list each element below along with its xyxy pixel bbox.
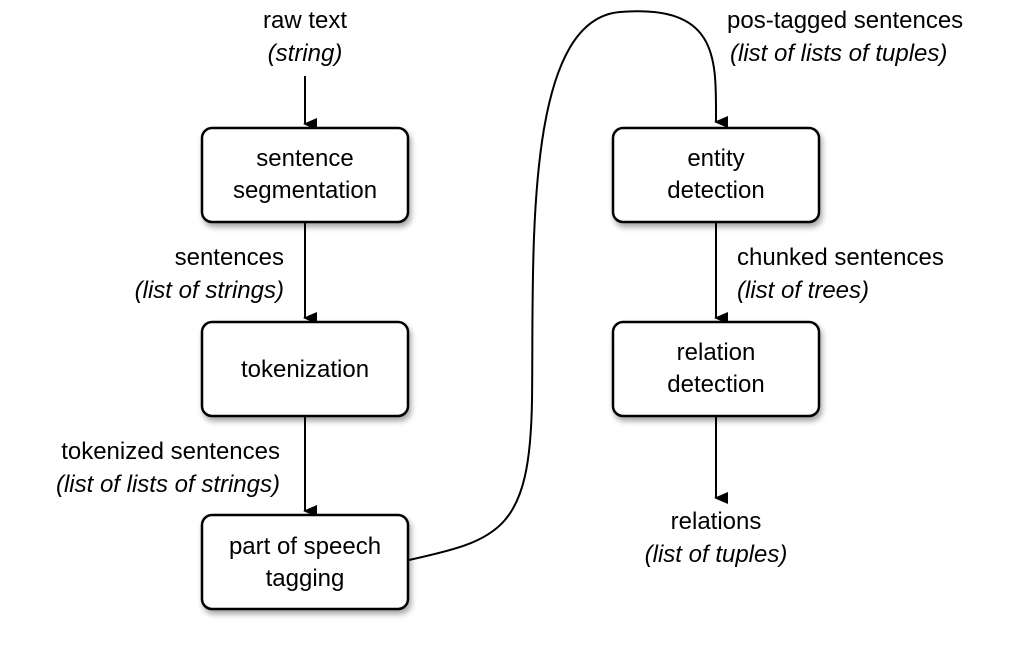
node-box [200, 126, 410, 224]
data-name-text: relations [671, 508, 762, 535]
label-sentences: sentences (list of strings) [135, 244, 284, 304]
node-box [200, 320, 410, 418]
label-raw-text: raw text (string) [263, 7, 347, 67]
data-name-text: raw text [263, 7, 347, 34]
data-name-text: tokenized sentences [61, 438, 280, 465]
node-label-line1: entity [687, 145, 744, 172]
node-entity-detection: entity detection [611, 126, 821, 224]
node-label-line2: segmentation [233, 177, 377, 204]
node-tokenization: tokenization [200, 320, 410, 418]
data-name-text: sentences [175, 244, 284, 271]
node-label-line2: detection [667, 371, 764, 398]
node-label-line1: part of speech [229, 533, 381, 560]
label-relations: relations (list of tuples) [645, 508, 788, 568]
data-type-text: (list of lists of tuples) [730, 40, 947, 67]
node-label-line2: detection [667, 177, 764, 204]
node-pos-tagging: part of speech tagging [200, 513, 410, 611]
node-relation-detection: relation detection [611, 320, 821, 418]
data-type-text: (list of strings) [135, 277, 284, 304]
data-type-text: (list of lists of strings) [56, 471, 280, 498]
node-box [200, 513, 410, 611]
label-chunked-sentences: chunked sentences (list of trees) [737, 244, 944, 304]
data-type-text: (list of trees) [737, 277, 869, 304]
data-name-text: chunked sentences [737, 244, 944, 271]
node-label-line2: tagging [266, 565, 345, 592]
data-name-text: pos-tagged sentences [727, 7, 963, 34]
node-label-line1: sentence [256, 145, 353, 172]
edge-pos-tagging-to-entity-detection [408, 10, 729, 561]
node-sentence-segmentation: sentence segmentation [200, 126, 410, 224]
node-box [611, 126, 821, 224]
node-box [611, 320, 821, 418]
node-label-line1: relation [677, 339, 756, 366]
label-tokenized-sentences: tokenized sentences (list of lists of st… [56, 438, 280, 498]
data-type-text: (string) [268, 40, 343, 67]
data-type-text: (list of tuples) [645, 541, 788, 568]
label-pos-tagged-sentences: pos-tagged sentences (list of lists of t… [727, 7, 963, 67]
node-label-line1: tokenization [241, 356, 369, 383]
